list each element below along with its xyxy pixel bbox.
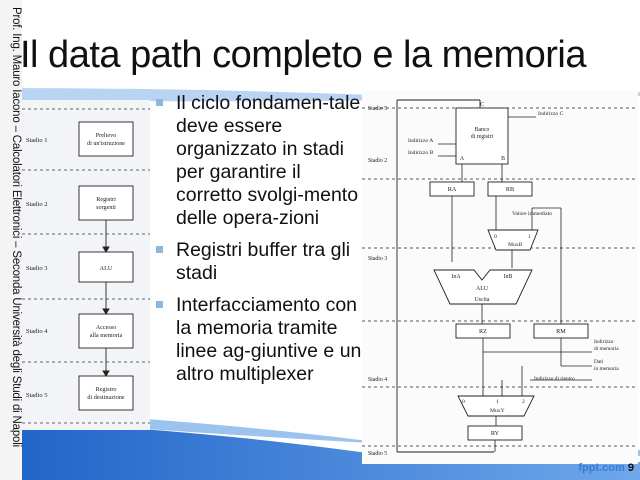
stage-label: Stadio 5: [26, 392, 48, 399]
stage-label: Stadio 2: [26, 201, 48, 208]
stage-box-text: alla memoria: [90, 332, 123, 339]
stage-box-text: ALU: [100, 265, 113, 272]
bullet-item: Interfacciamento con la memoria tramite …: [154, 294, 364, 386]
stage-box-text: Prelievo: [96, 132, 117, 139]
bullet-item: Il ciclo fondamen-tale deve essere organ…: [154, 92, 364, 230]
svg-text:Indirizzo B: Indirizzo B: [408, 150, 434, 156]
register-file: [455, 107, 509, 165]
svg-text:RB: RB: [506, 186, 514, 193]
svg-text:Indirizzo A: Indirizzo A: [408, 138, 433, 144]
stage-box-text: sorgenti: [96, 204, 116, 211]
svg-text:B: B: [501, 156, 505, 162]
bullet-list: Il ciclo fondamen-tale deve essere organ…: [154, 92, 364, 395]
svg-text:InA: InA: [451, 274, 461, 280]
svg-text:A: A: [460, 156, 465, 162]
stage-label: Stadio 5: [368, 106, 387, 112]
svg-text:C: C: [480, 102, 484, 108]
svg-text:Dati: Dati: [594, 359, 604, 365]
svg-text:di registri: di registri: [471, 134, 494, 140]
stage-label: Stadio 1: [26, 137, 48, 144]
svg-text:Uscita: Uscita: [475, 297, 490, 303]
svg-text:Indirizzo di rientro: Indirizzo di rientro: [534, 376, 575, 382]
svg-text:Indirizzo: Indirizzo: [594, 339, 614, 345]
stage-label: Stadio 5: [368, 451, 387, 457]
stage-box-text: Registro: [96, 386, 117, 393]
stage-box-text: Accesso: [96, 324, 117, 331]
slide-title: Il data path completo e la memoria: [20, 34, 586, 76]
svg-text:Indirizzo C: Indirizzo C: [538, 111, 564, 117]
svg-text:1: 1: [496, 399, 499, 405]
svg-text:0: 0: [494, 234, 497, 240]
bullet-item: Registri buffer tra gli stadi: [154, 239, 364, 285]
footer-brand: fppt.com 9: [578, 462, 634, 474]
pipeline-stages-diagram: Stadio 1 Stadio 2 Stadio 3 Stadio 4 Stad…: [22, 100, 150, 430]
stage-label: Stadio 3: [26, 265, 48, 272]
svg-text:RZ: RZ: [479, 328, 487, 335]
svg-text:1: 1: [528, 234, 531, 240]
stage-box-text: Registri: [96, 196, 116, 203]
svg-text:0: 0: [462, 399, 465, 405]
svg-text:RM: RM: [556, 328, 566, 335]
svg-text:ALU: ALU: [476, 286, 489, 292]
svg-text:RA: RA: [448, 186, 457, 193]
stage-label: Stadio 2: [368, 158, 387, 164]
svg-text:RY: RY: [491, 430, 500, 437]
stage-box-text: di un'istruzione: [87, 140, 125, 147]
alu: [433, 269, 533, 305]
svg-text:MuxY: MuxY: [490, 408, 505, 414]
datapath-diagram: Stadio 5 Stadio 2 Stadio 3 Stadio 4 Stad…: [362, 90, 638, 464]
muxb: [487, 229, 539, 251]
register-rb: [487, 181, 533, 197]
stage-label: Stadio 4: [26, 328, 48, 335]
stage-label: Stadio 4: [368, 377, 387, 383]
svg-text:di memoria: di memoria: [594, 346, 619, 352]
svg-text:MuxB: MuxB: [508, 242, 523, 248]
stage-label: Stadio 3: [368, 256, 387, 262]
svg-text:2: 2: [522, 399, 525, 405]
stage-box-text: di destinazione: [87, 394, 125, 401]
svg-text:InB: InB: [504, 274, 513, 280]
muxy: [457, 395, 535, 417]
svg-text:in memoria: in memoria: [594, 366, 619, 372]
svg-text:Banco: Banco: [475, 127, 490, 133]
